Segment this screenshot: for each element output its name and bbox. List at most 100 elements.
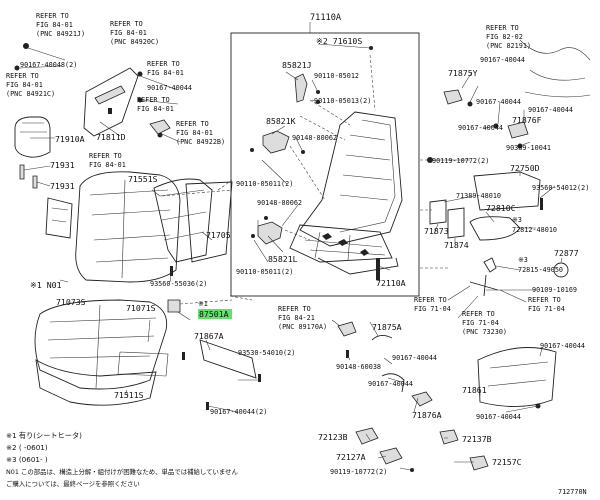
label-72815-49050: 72815-49050 [518,266,563,274]
bracket-89170A [337,321,357,337]
clip-71876A [411,391,433,407]
label-87501A[interactable]: 87501A [199,309,229,319]
label-90110-05011-b: 90110-05011(2) [236,268,293,276]
label-90109-10169: 90109-10169 [532,286,577,294]
label-71931-b: 71931 [50,181,75,191]
part-72123B [355,427,379,445]
label-90148-60038: 90148-60038 [336,363,381,371]
label-90167-40044-tl: 90167-40044 [147,84,192,92]
label-71876A: 71876A [412,410,442,420]
cushion-group [34,299,261,410]
knob-84922B [149,119,171,135]
label-72123B: 72123B [318,432,348,442]
label-72815-note: ※3 [518,256,528,264]
cushion-seams [47,304,157,389]
label-90148-80062-a: 90148-80062 [292,134,337,142]
right-parts-group [337,39,591,472]
part-71874 [447,207,465,239]
heater-N01 [117,351,169,377]
highlight-87501A [198,309,232,319]
footnotes: ※1 有り(シートヒータ) ※2 ( -0601) ※3 (0601- ) N0… [6,431,238,488]
label-71511S: 71511S [114,390,144,400]
part-71876F [507,121,529,139]
screw-90167-40048 [14,65,20,71]
side-shield-71811D [83,67,139,137]
label-90167-40044-m2: 90167-40044 [368,380,413,388]
seat-back-group [45,171,233,283]
label-71875Y: 71875Y [448,68,478,78]
part-72127A [379,447,403,465]
wire-harness [519,39,591,98]
recliner-part-85821J [294,73,308,103]
label-93530-54010: 93530-54010(2) [238,349,295,357]
bolt-90119-b [410,468,414,472]
label-90110-05012: 90110-05012 [314,72,359,80]
label-71931-a: 71931 [50,160,75,170]
recliner-part-85821K [262,130,290,154]
seat-frame-frame-box [230,32,420,297]
label-71110A: 71110A [310,13,342,23]
screw-top-1 [137,71,143,77]
cushion-clips [182,352,261,410]
board-lines [51,207,69,223]
pad-lines [159,189,207,241]
footnote-4: N01 この部品は、構造上分解・組付けが困難なため、単品では補給していません [6,467,238,476]
shield-clip [108,108,112,114]
seat-back-panel-71705 [185,181,233,263]
cable-strap [469,274,499,297]
label-85821J: 85821J [282,60,312,70]
leader-lines [19,22,563,471]
headrest-guide-2 [32,175,38,189]
part-71873 [429,199,447,225]
clip-84921J [23,43,29,49]
label-71551S: 71551S [128,174,158,184]
cable-71875A [371,335,393,341]
label-90167-40044-t2: 90167-40044 [480,56,525,64]
label-71861: 71861 [462,385,487,395]
label-71389-48010: 71389-48010 [456,192,501,200]
cable-72815 [483,257,497,273]
part-72157C [469,455,489,471]
label-85821K: 85821K [266,116,296,126]
label-72810C: 72810C [486,203,516,213]
label-71073S: 71073S [56,297,86,307]
label-71610S: ※2 71610S [316,36,362,46]
seat-rail [317,257,399,275]
headrest [14,116,51,158]
label-72812-48010-note: ※3 [512,216,522,224]
knob-72877 [553,262,569,278]
label-90119-10772-a: 90119-10772(2) [432,157,489,165]
label-90167-40044-r: 90167-40044 [540,342,585,350]
bracket-72750D [473,171,541,211]
label-90167-40044-bl: 90167-40044(2) [210,408,267,416]
frame-brackets [322,233,369,256]
label-90110-05011-a: 90110-05011(2) [236,180,293,188]
label-90167-40048: 90167-40048(2) [20,61,77,69]
label-72127A: 72127A [336,452,366,462]
seat-back-cover-71073S [75,171,181,283]
label-71874: 71874 [444,240,469,250]
label-93560-54012: 93560-54012(2) [532,184,589,192]
headrest-seams [20,122,47,133]
footnote-1: ※1 有り(シートヒータ) [6,431,82,440]
clip-71875Y [443,89,463,105]
label-71071S: 71071S [126,303,156,313]
label-90167-40044-m1: 90167-40044 [392,354,437,362]
label-90167-40044-r2: 90167-40044 [476,413,521,421]
part-labels: 71110A ※2 71610S 85821J 90110-05012 9011… [20,13,589,496]
label-90148-80062-b: 90148-80062 [257,199,302,207]
